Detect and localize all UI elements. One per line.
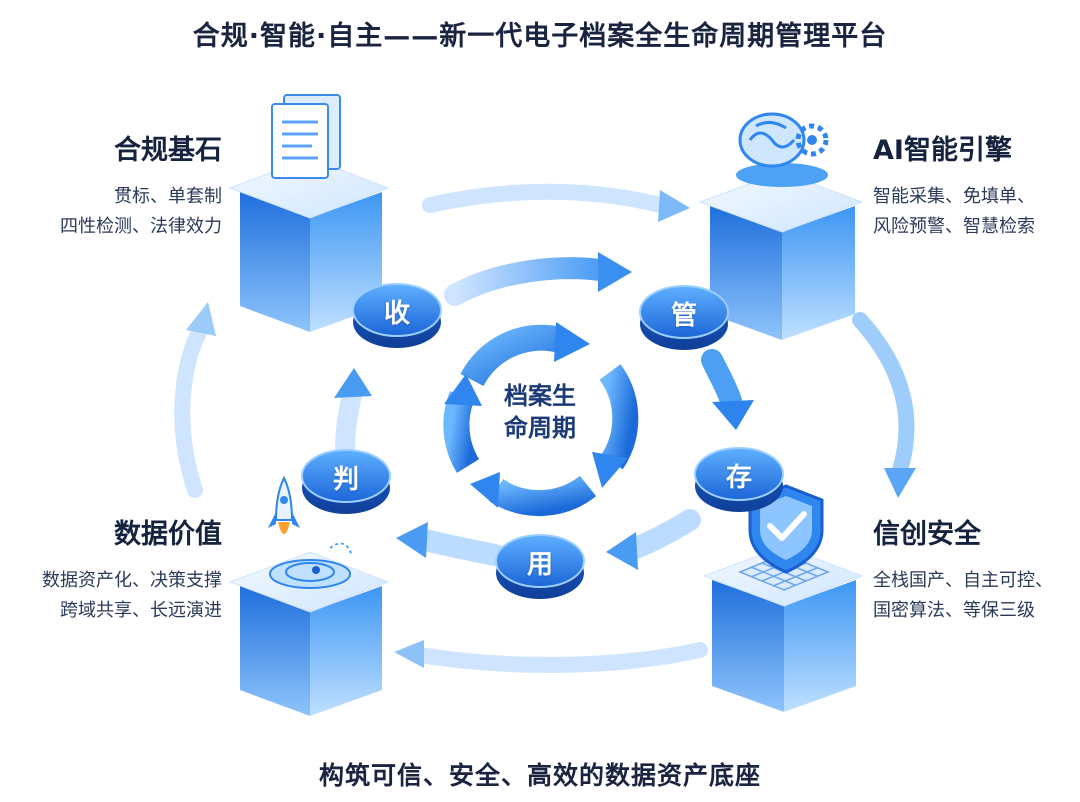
disc-manage bbox=[639, 285, 729, 350]
inner-flow-arrows bbox=[334, 252, 754, 570]
pillar-compliance-line2: 四性检测、法律效力 bbox=[60, 216, 222, 237]
footer-slogan: 构筑可信、安全、高效的数据资产底座 bbox=[318, 761, 761, 790]
pillar-value-desc: 数据资产化、决策支撑 跨域共享、长远演进 bbox=[4, 566, 222, 626]
pillar-value-line1: 数据资产化、决策支撑 bbox=[42, 570, 222, 591]
pillar-value-line2: 跨域共享、长远演进 bbox=[60, 600, 222, 621]
pillar-value bbox=[228, 475, 390, 716]
brain-icon bbox=[736, 112, 829, 187]
center-label-line1: 档案生 bbox=[504, 382, 576, 410]
center-label-line2: 命周期 bbox=[504, 414, 576, 442]
pillar-ai-line1: 智能采集、免填单、 bbox=[873, 186, 1035, 207]
shield-icon bbox=[748, 484, 824, 574]
pillar-ai-title: AI智能引擎 bbox=[873, 135, 1012, 166]
disc-store bbox=[694, 447, 784, 512]
pillar-ai-desc: 智能采集、免填单、 风险预警、智慧检索 bbox=[873, 182, 1078, 242]
pillar-security bbox=[702, 484, 864, 712]
pillar-security-line1: 全栈国产、自主可控、 bbox=[873, 570, 1053, 591]
document-icon bbox=[271, 94, 341, 179]
pillar-value-title: 数据价值 bbox=[114, 519, 222, 550]
center-label: 档案生 命周期 bbox=[480, 380, 600, 444]
page-title: 合规·智能·自主——新一代电子档案全生命周期管理平台 bbox=[192, 21, 888, 52]
center-cycle-ring bbox=[443, 322, 639, 517]
stage-collect-label: 收 bbox=[383, 299, 410, 329]
pillar-compliance-line1: 贯标、单套制 bbox=[114, 186, 222, 207]
rocket-icon bbox=[268, 475, 300, 534]
pillar-compliance-title: 合规基石 bbox=[114, 135, 222, 166]
pillar-security-title: 信创安全 bbox=[873, 519, 981, 550]
pillar-compliance-desc: 贯标、单套制 四性检测、法律效力 bbox=[10, 182, 222, 242]
disc-collect bbox=[352, 283, 442, 348]
stage-manage-label: 管 bbox=[670, 301, 697, 331]
disc-use bbox=[495, 534, 585, 599]
stage-store-label: 存 bbox=[725, 463, 752, 493]
stage-use-label: 用 bbox=[526, 550, 553, 580]
disc-judge bbox=[301, 449, 391, 514]
target-icon bbox=[269, 542, 353, 589]
pillar-ai-line2: 风险预警、智慧检索 bbox=[873, 216, 1035, 237]
pillar-security-line2: 国密算法、等保三级 bbox=[873, 600, 1035, 621]
outer-cycle-arrows bbox=[174, 183, 916, 673]
pillar-security-desc: 全栈国产、自主可控、 国密算法、等保三级 bbox=[873, 566, 1078, 626]
stage-judge-label: 判 bbox=[332, 465, 359, 495]
